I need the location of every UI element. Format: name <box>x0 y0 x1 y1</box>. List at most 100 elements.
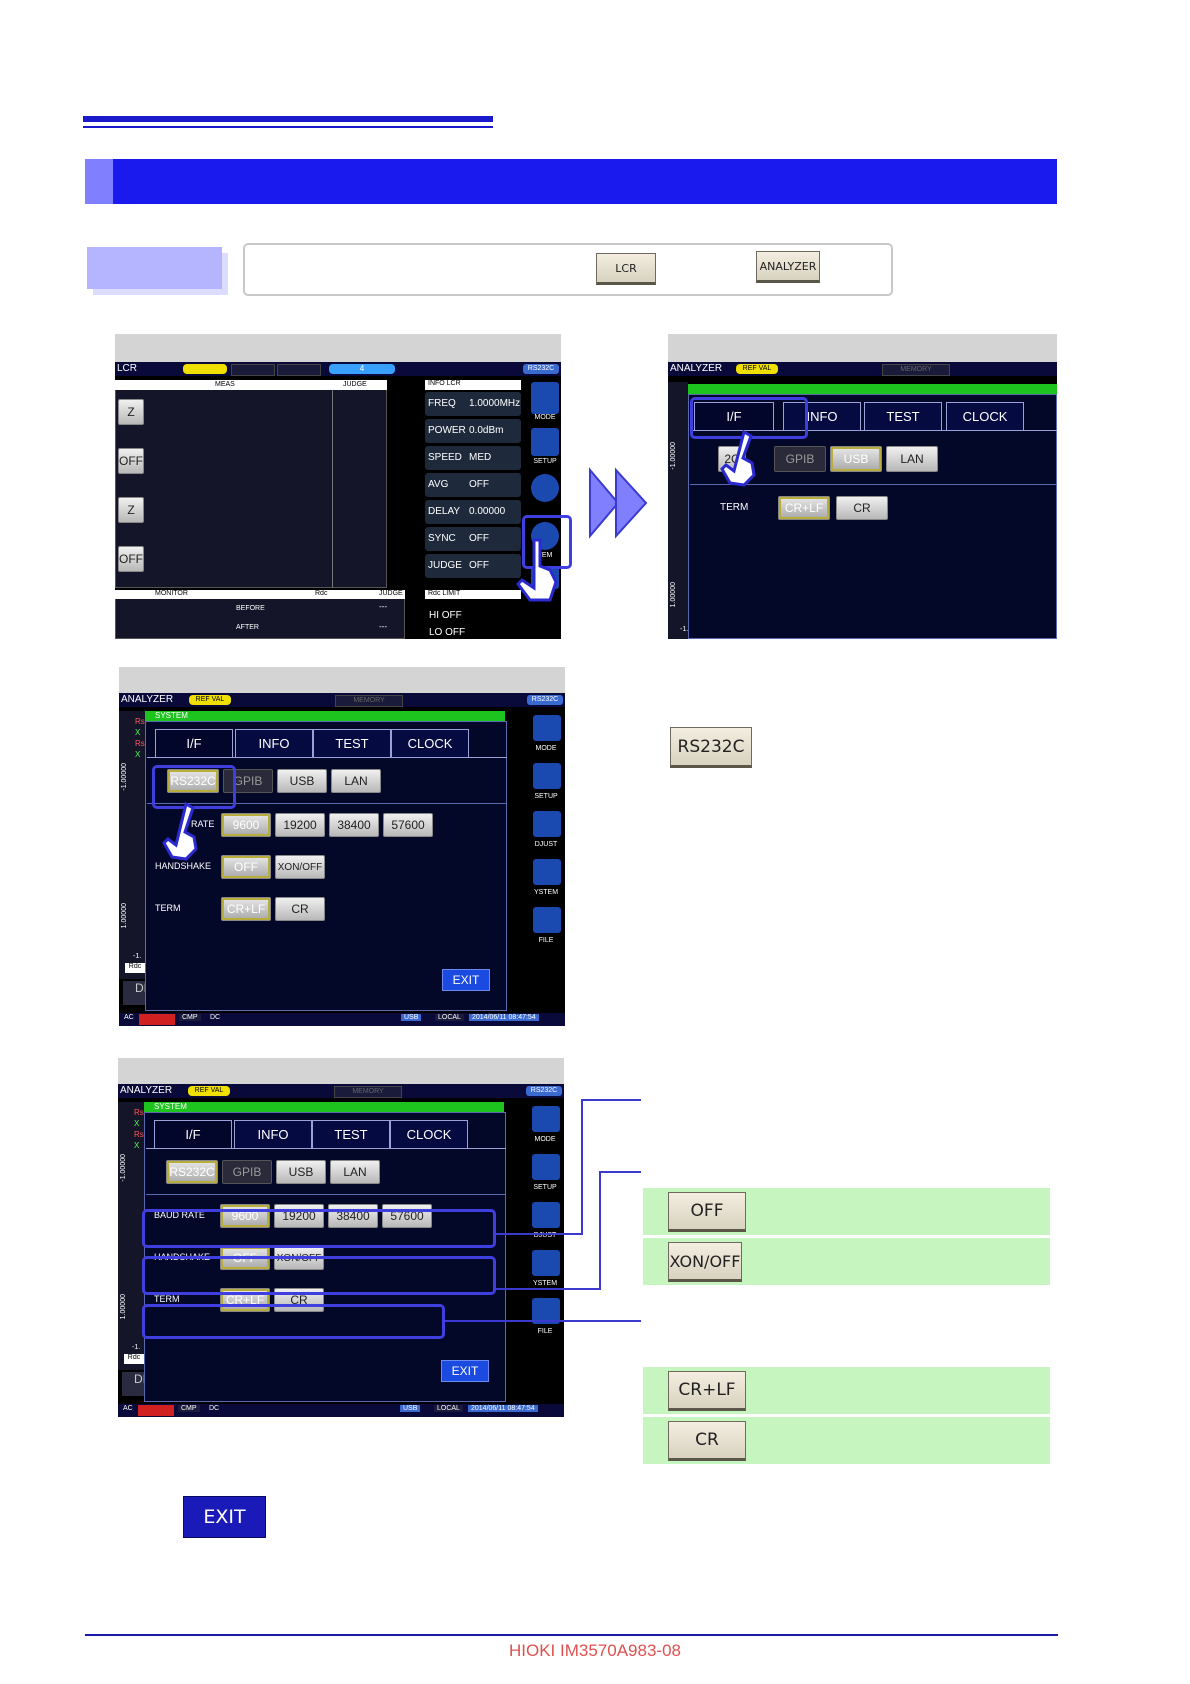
screen4-tab-test[interactable]: TEST <box>312 1120 390 1148</box>
screen3-tab-rule <box>147 757 507 758</box>
screen4-left-label: Rs <box>134 1108 144 1117</box>
screen4-graph-strip <box>118 1102 144 1370</box>
tab-clock[interactable]: CLOCK <box>946 402 1024 430</box>
screen3-di[interactable]: DI <box>123 981 147 1005</box>
screen1-tab-number[interactable]: 4 <box>329 364 395 374</box>
param1-button[interactable]: Z <box>118 399 144 425</box>
if-button-1[interactable]: GPIB <box>774 446 826 472</box>
wrench-icon[interactable] <box>531 428 559 456</box>
callout-cr-key[interactable]: CR <box>668 1421 746 1461</box>
exit-key[interactable]: EXIT <box>183 1496 266 1538</box>
screen4-status-1: CMP <box>178 1405 200 1412</box>
screen4-tab-if[interactable]: I/F <box>154 1120 232 1148</box>
screen3-tab-info[interactable]: INFO <box>235 729 313 757</box>
screen1-yellow-tab[interactable] <box>183 364 227 374</box>
screen3-side-icon[interactable] <box>533 859 561 885</box>
screen3-baud-button-0[interactable]: 9600 <box>221 813 271 837</box>
section-title-bar <box>85 159 1057 204</box>
screen4-if-button-2[interactable]: USB <box>276 1160 326 1184</box>
screen1-mode: LCR <box>117 363 138 374</box>
screen4-tab-info[interactable]: INFO <box>234 1120 312 1148</box>
screen3-term-cr[interactable]: CR <box>275 897 325 921</box>
if-button-2[interactable]: USB <box>830 446 882 472</box>
screen4-di[interactable]: DI <box>122 1372 146 1396</box>
lcr-mode-icon[interactable] <box>531 382 559 414</box>
info-row[interactable] <box>425 500 521 524</box>
monitor-label: MONITOR <box>155 590 188 597</box>
screen3-baud-button-1[interactable]: 19200 <box>275 813 325 837</box>
screen3-ref-val[interactable]: REF VAL <box>189 695 231 705</box>
screen3-if-button-3[interactable]: LAN <box>331 769 381 793</box>
screen3-side-icon[interactable] <box>533 907 561 933</box>
screen3-rdc: Rdc <box>125 963 145 973</box>
if-button-3[interactable]: LAN <box>886 446 938 472</box>
screen3-if-button-0[interactable]: RS232C <box>167 769 219 793</box>
screen3-exit-button[interactable]: EXIT <box>442 969 490 991</box>
info-row[interactable] <box>425 446 521 470</box>
screen3-axis-top: -1.00000 <box>121 763 128 791</box>
screen1: LCR 4 RS232C MEAS JUDGE Z OFF Z OFF INFO… <box>115 362 561 639</box>
tab-info[interactable]: INFO <box>783 402 861 430</box>
info-row[interactable] <box>425 392 521 416</box>
target-icon[interactable] <box>531 474 559 502</box>
analyzer-key[interactable]: ANALYZER <box>756 251 820 283</box>
screen4-side-icon[interactable] <box>532 1154 560 1180</box>
screen3-tab-clock[interactable]: CLOCK <box>391 729 469 757</box>
screen3-side-label: MODE <box>535 745 557 752</box>
screen4-memory[interactable]: MEMORY <box>334 1086 402 1098</box>
screen4-tab-clock[interactable]: CLOCK <box>390 1120 468 1148</box>
screen3-if-button-2[interactable]: USB <box>277 769 327 793</box>
callout-xon-key[interactable]: XON/OFF <box>668 1242 742 1282</box>
screen2-memory[interactable]: MEMORY <box>882 364 950 376</box>
next-step-arrow-icon <box>589 467 648 539</box>
screen3-handshake-xon[interactable]: XON/OFF <box>275 855 325 879</box>
screen4-baud-button-3[interactable]: 57600 <box>382 1204 432 1228</box>
header-rule-thin <box>83 126 493 128</box>
screen4-if-button-0[interactable]: RS232C <box>166 1160 218 1184</box>
info-row[interactable] <box>425 554 521 578</box>
info-row-value: OFF <box>469 533 489 544</box>
tab-test[interactable]: TEST <box>864 402 942 430</box>
screen3-memory[interactable]: MEMORY <box>335 695 403 707</box>
screen4-side-icon[interactable] <box>532 1250 560 1276</box>
info-row[interactable] <box>425 473 521 497</box>
screen4-baud-button-2[interactable]: 38400 <box>328 1204 378 1228</box>
screen3-side-icon[interactable] <box>533 715 561 741</box>
screen3-term-label: TERM <box>155 903 181 913</box>
info-row[interactable] <box>425 527 521 551</box>
screen3-handshake-off[interactable]: OFF <box>221 855 271 879</box>
callout-off-key[interactable]: OFF <box>668 1192 746 1232</box>
screen3-if-button-1[interactable]: GPIB <box>223 769 273 793</box>
info-row-label: SPEED <box>428 452 462 463</box>
screen4-if-button-3[interactable]: LAN <box>330 1160 380 1184</box>
screen3-baud-button-2[interactable]: 38400 <box>329 813 379 837</box>
param4-button[interactable]: OFF <box>118 546 144 572</box>
screen3-tab-if[interactable]: I/F <box>155 729 233 757</box>
info-row[interactable] <box>425 419 521 443</box>
term-cr-button[interactable]: CR <box>836 496 888 520</box>
param3-button[interactable]: Z <box>118 497 144 523</box>
screen2-axis-bottom: 1.00000 <box>670 582 677 608</box>
screen4-exit-button[interactable]: EXIT <box>441 1360 489 1382</box>
screen4-baud-button-0[interactable]: 9600 <box>220 1204 270 1228</box>
callout-crlf-key[interactable]: CR+LF <box>668 1371 746 1411</box>
screen4-baud-button-1[interactable]: 19200 <box>274 1204 324 1228</box>
screen4-side-icon[interactable] <box>532 1202 560 1228</box>
screen3-term-crlf[interactable]: CR+LF <box>221 897 271 921</box>
term-crlf-button[interactable]: CR+LF <box>778 496 830 520</box>
screen3-side-icon[interactable] <box>533 811 561 837</box>
callout-rs232c-key[interactable]: RS232C <box>670 727 752 768</box>
param2-button[interactable]: OFF <box>118 448 144 474</box>
rdc-limit-header: Rdc LIMIT <box>425 590 521 599</box>
screen4-side-label: DJUST <box>533 1232 557 1239</box>
tab-if[interactable]: I/F <box>694 402 774 430</box>
screen3-baud-button-3[interactable]: 57600 <box>383 813 433 837</box>
screen2-ref-val[interactable]: REF VAL <box>736 364 778 374</box>
screen4-if-button-1[interactable]: GPIB <box>222 1160 272 1184</box>
screen4-ref-val[interactable]: REF VAL <box>188 1086 230 1096</box>
screen4-side-icon[interactable] <box>532 1298 560 1324</box>
lcr-key[interactable]: LCR <box>596 253 656 285</box>
screen3-side-icon[interactable] <box>533 763 561 789</box>
screen4-side-icon[interactable] <box>532 1106 560 1132</box>
screen3-tab-test[interactable]: TEST <box>313 729 391 757</box>
